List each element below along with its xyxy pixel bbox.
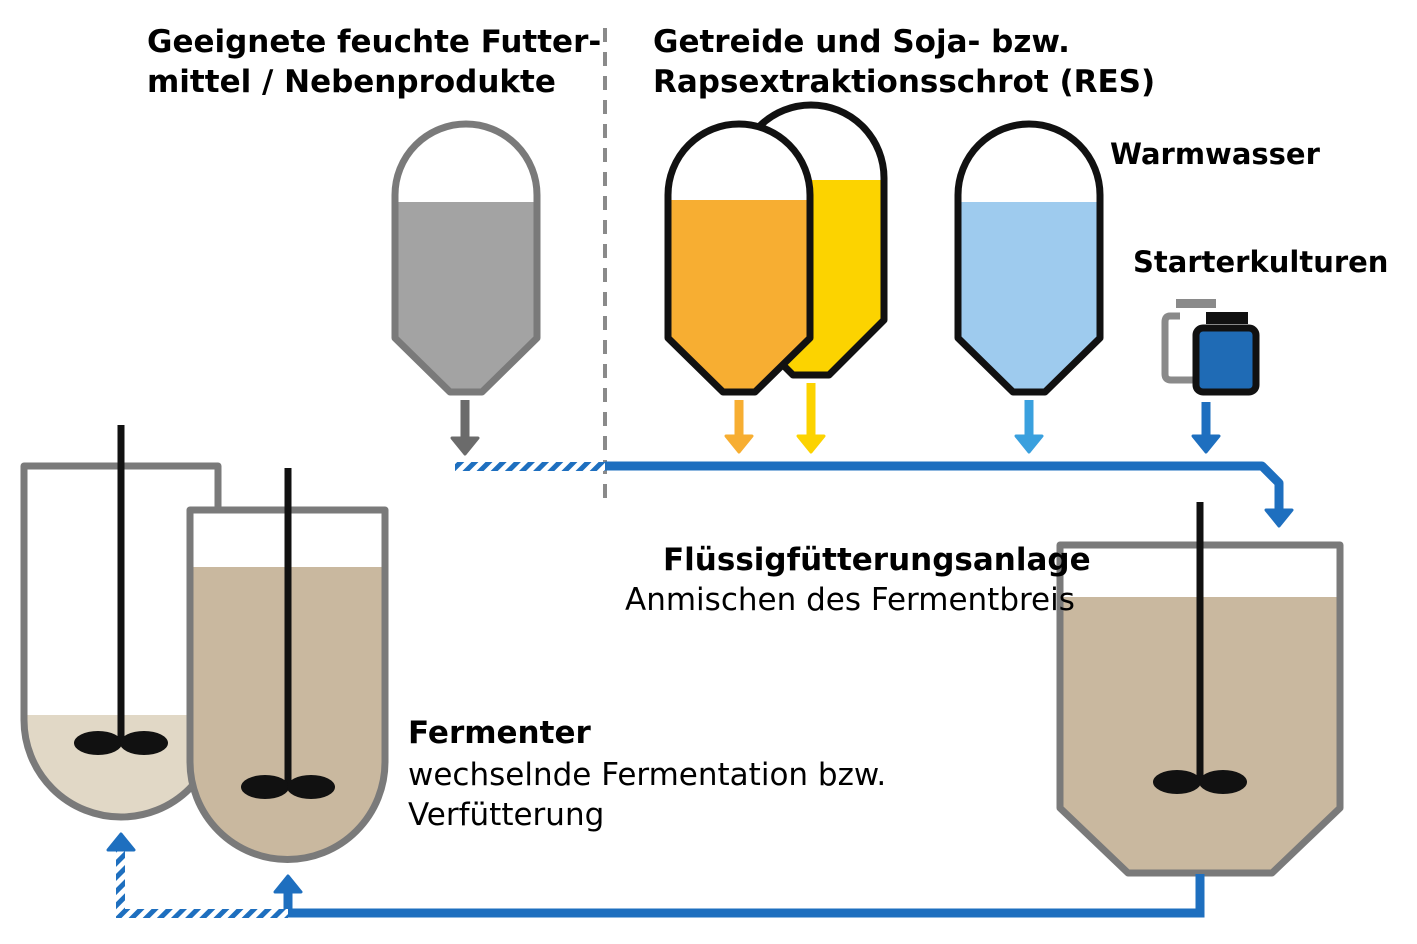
- return-pipe: [106, 832, 1205, 918]
- soy-arrow: [796, 383, 826, 454]
- wet-feed-label-line2: mittel / Nebenprodukte: [147, 64, 556, 100]
- grain-arrow: [724, 400, 754, 454]
- starter-arrow: [1191, 402, 1221, 454]
- warm-water-label: Warmwasser: [1110, 137, 1320, 171]
- mixing-tank: [1056, 502, 1344, 877]
- grain-label-line2: Rapsextraktionsschrot (RES): [653, 64, 1156, 100]
- warm-water-silo: [954, 120, 1104, 396]
- propeller-agitator-icon: [1153, 770, 1247, 794]
- grain-label-line1: Getreide und Soja- bzw.: [653, 24, 1070, 60]
- fermenter-title: Fermenter: [408, 715, 591, 751]
- wet-feed-silo: [391, 120, 541, 396]
- starter-cultures-label: Starterkulturen: [1133, 245, 1389, 279]
- fermenter-description-line1: wechselnde Fermentation bzw.: [408, 757, 887, 793]
- water-arrow: [1014, 400, 1044, 454]
- fermenter-tank-2: [186, 468, 389, 863]
- mixing-plant-subtitle: Anmischen des Fermentbreis: [625, 582, 1075, 618]
- mixing-plant-title: Flüssigfütterungsanlage: [663, 542, 1091, 578]
- jar-icon: [1161, 299, 1260, 396]
- wet-feed-label-line1: Geeignete feuchte Futter-: [147, 24, 602, 60]
- fermenter-tank-1: [20, 425, 222, 821]
- fermenter-description-line2: Verfütterung: [408, 797, 605, 833]
- grain-silo: [664, 120, 814, 396]
- propeller-agitator-icon: [241, 775, 335, 799]
- supply-pipe: [455, 461, 1294, 528]
- propeller-agitator-icon: [74, 731, 168, 755]
- wet-feed-arrow: [450, 400, 480, 456]
